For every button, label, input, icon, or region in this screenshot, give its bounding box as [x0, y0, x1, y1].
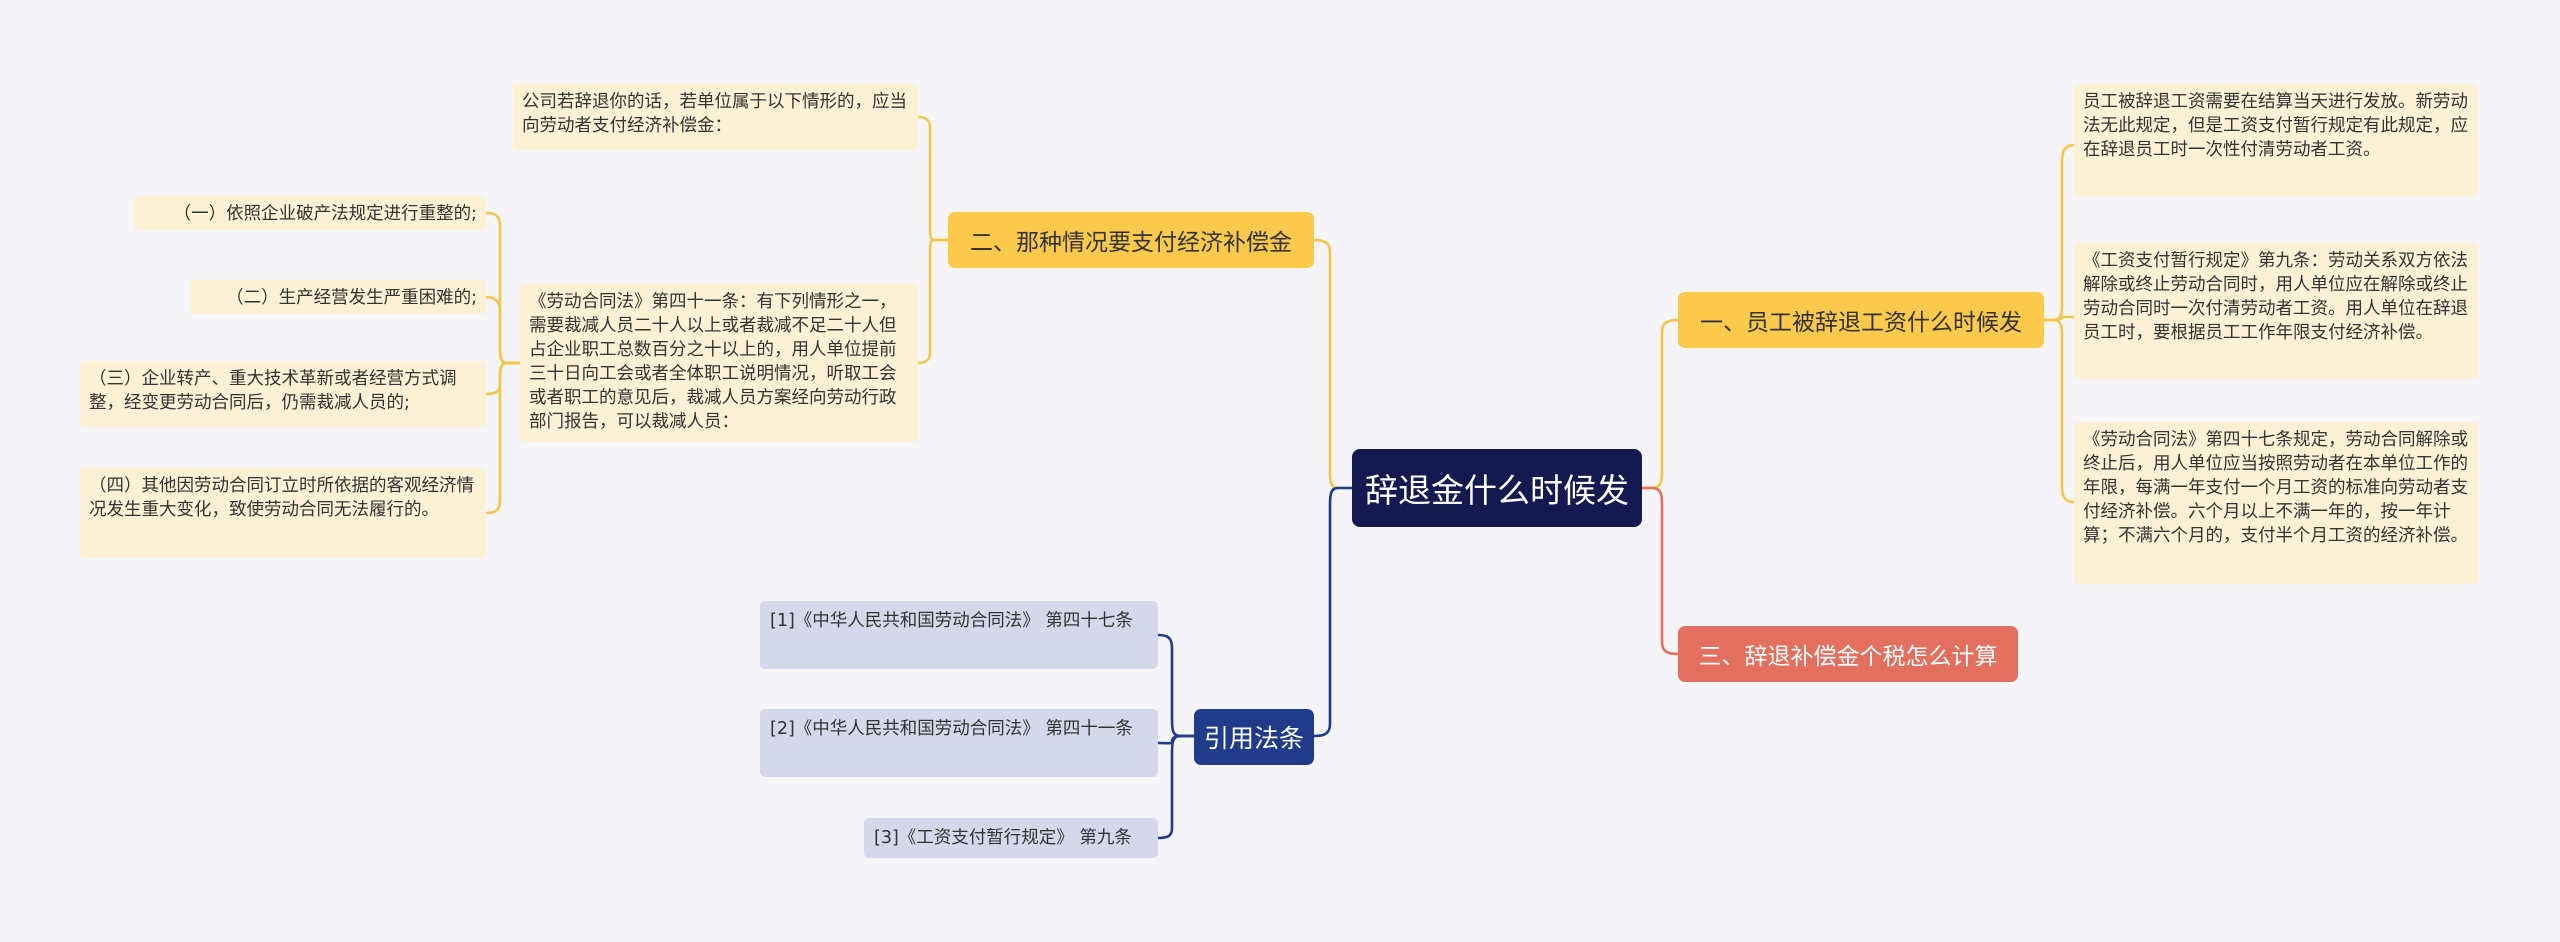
reference-item[interactable]: [3]《工资支付暂行规定》 第九条 [864, 818, 1158, 858]
reference-item[interactable]: [1]《中华人民共和国劳动合同法》 第四十七条 [760, 601, 1158, 669]
link-refs-item-1 [1157, 633, 1194, 738]
link-root-branch-three [1642, 486, 1679, 656]
link-branch-one-note-3 [2044, 318, 2075, 504]
reference-item[interactable]: [2]《中华人民共和国劳动合同法》 第四十一条 [760, 709, 1158, 777]
link-law-item-4 [485, 361, 520, 515]
branch-topic-references[interactable]: 引用法条 [1194, 709, 1314, 765]
link-law-item-1 [485, 211, 520, 365]
link-root-branch-two [1313, 238, 1352, 490]
list-item: （一）依照企业破产法规定进行重整的; [134, 196, 486, 230]
note-intro: 公司若辞退你的话，若单位属于以下情形的，应当向劳动者支付经济补偿金： [513, 84, 918, 150]
branch-topic-compensation-cases[interactable]: 二、那种情况要支付经济补偿金 [948, 212, 1314, 268]
list-item: （二）生产经营发生严重困难的; [190, 280, 486, 314]
list-item: （三）企业转产、重大技术革新或者经营方式调整，经变更劳动合同后，仍需裁减人员的; [80, 361, 486, 427]
link-refs-item-3 [1157, 734, 1194, 840]
root-topic[interactable]: 辞退金什么时候发 [1352, 449, 1642, 527]
link-law-item-3 [485, 361, 520, 396]
link-root-branch-one [1642, 318, 1679, 490]
link-branch-two-law [917, 238, 948, 365]
link-root-refs [1313, 486, 1352, 738]
note-wage-regulation-art-9: 《工资支付暂行规定》第九条：劳动关系双方依法解除或终止劳动合同时，用人单位应在解… [2074, 243, 2478, 379]
note-law-article-41: 《劳动合同法》第四十一条：有下列情形之一，需要裁减人员二十人以上或者裁减不足二十… [520, 284, 918, 442]
note-salary-settlement: 员工被辞退工资需要在结算当天进行发放。新劳动法无此规定，但是工资支付暂行规定有此… [2074, 84, 2478, 196]
branch-topic-salary-timing[interactable]: 一、员工被辞退工资什么时候发 [1678, 292, 2044, 348]
link-branch-one-note-1 [2044, 143, 2075, 322]
link-branch-two-intro [917, 115, 948, 242]
link-law-item-2 [485, 295, 520, 365]
note-labor-law-art-47: 《劳动合同法》第四十七条规定，劳动合同解除或终止后，用人单位应当按照劳动者在本单… [2074, 422, 2478, 584]
branch-topic-severance-tax[interactable]: 三、辞退补偿金个税怎么计算 [1678, 626, 2018, 682]
list-item: （四）其他因劳动合同订立时所依据的客观经济情况发生重大变化，致使劳动合同无法履行… [80, 468, 486, 558]
